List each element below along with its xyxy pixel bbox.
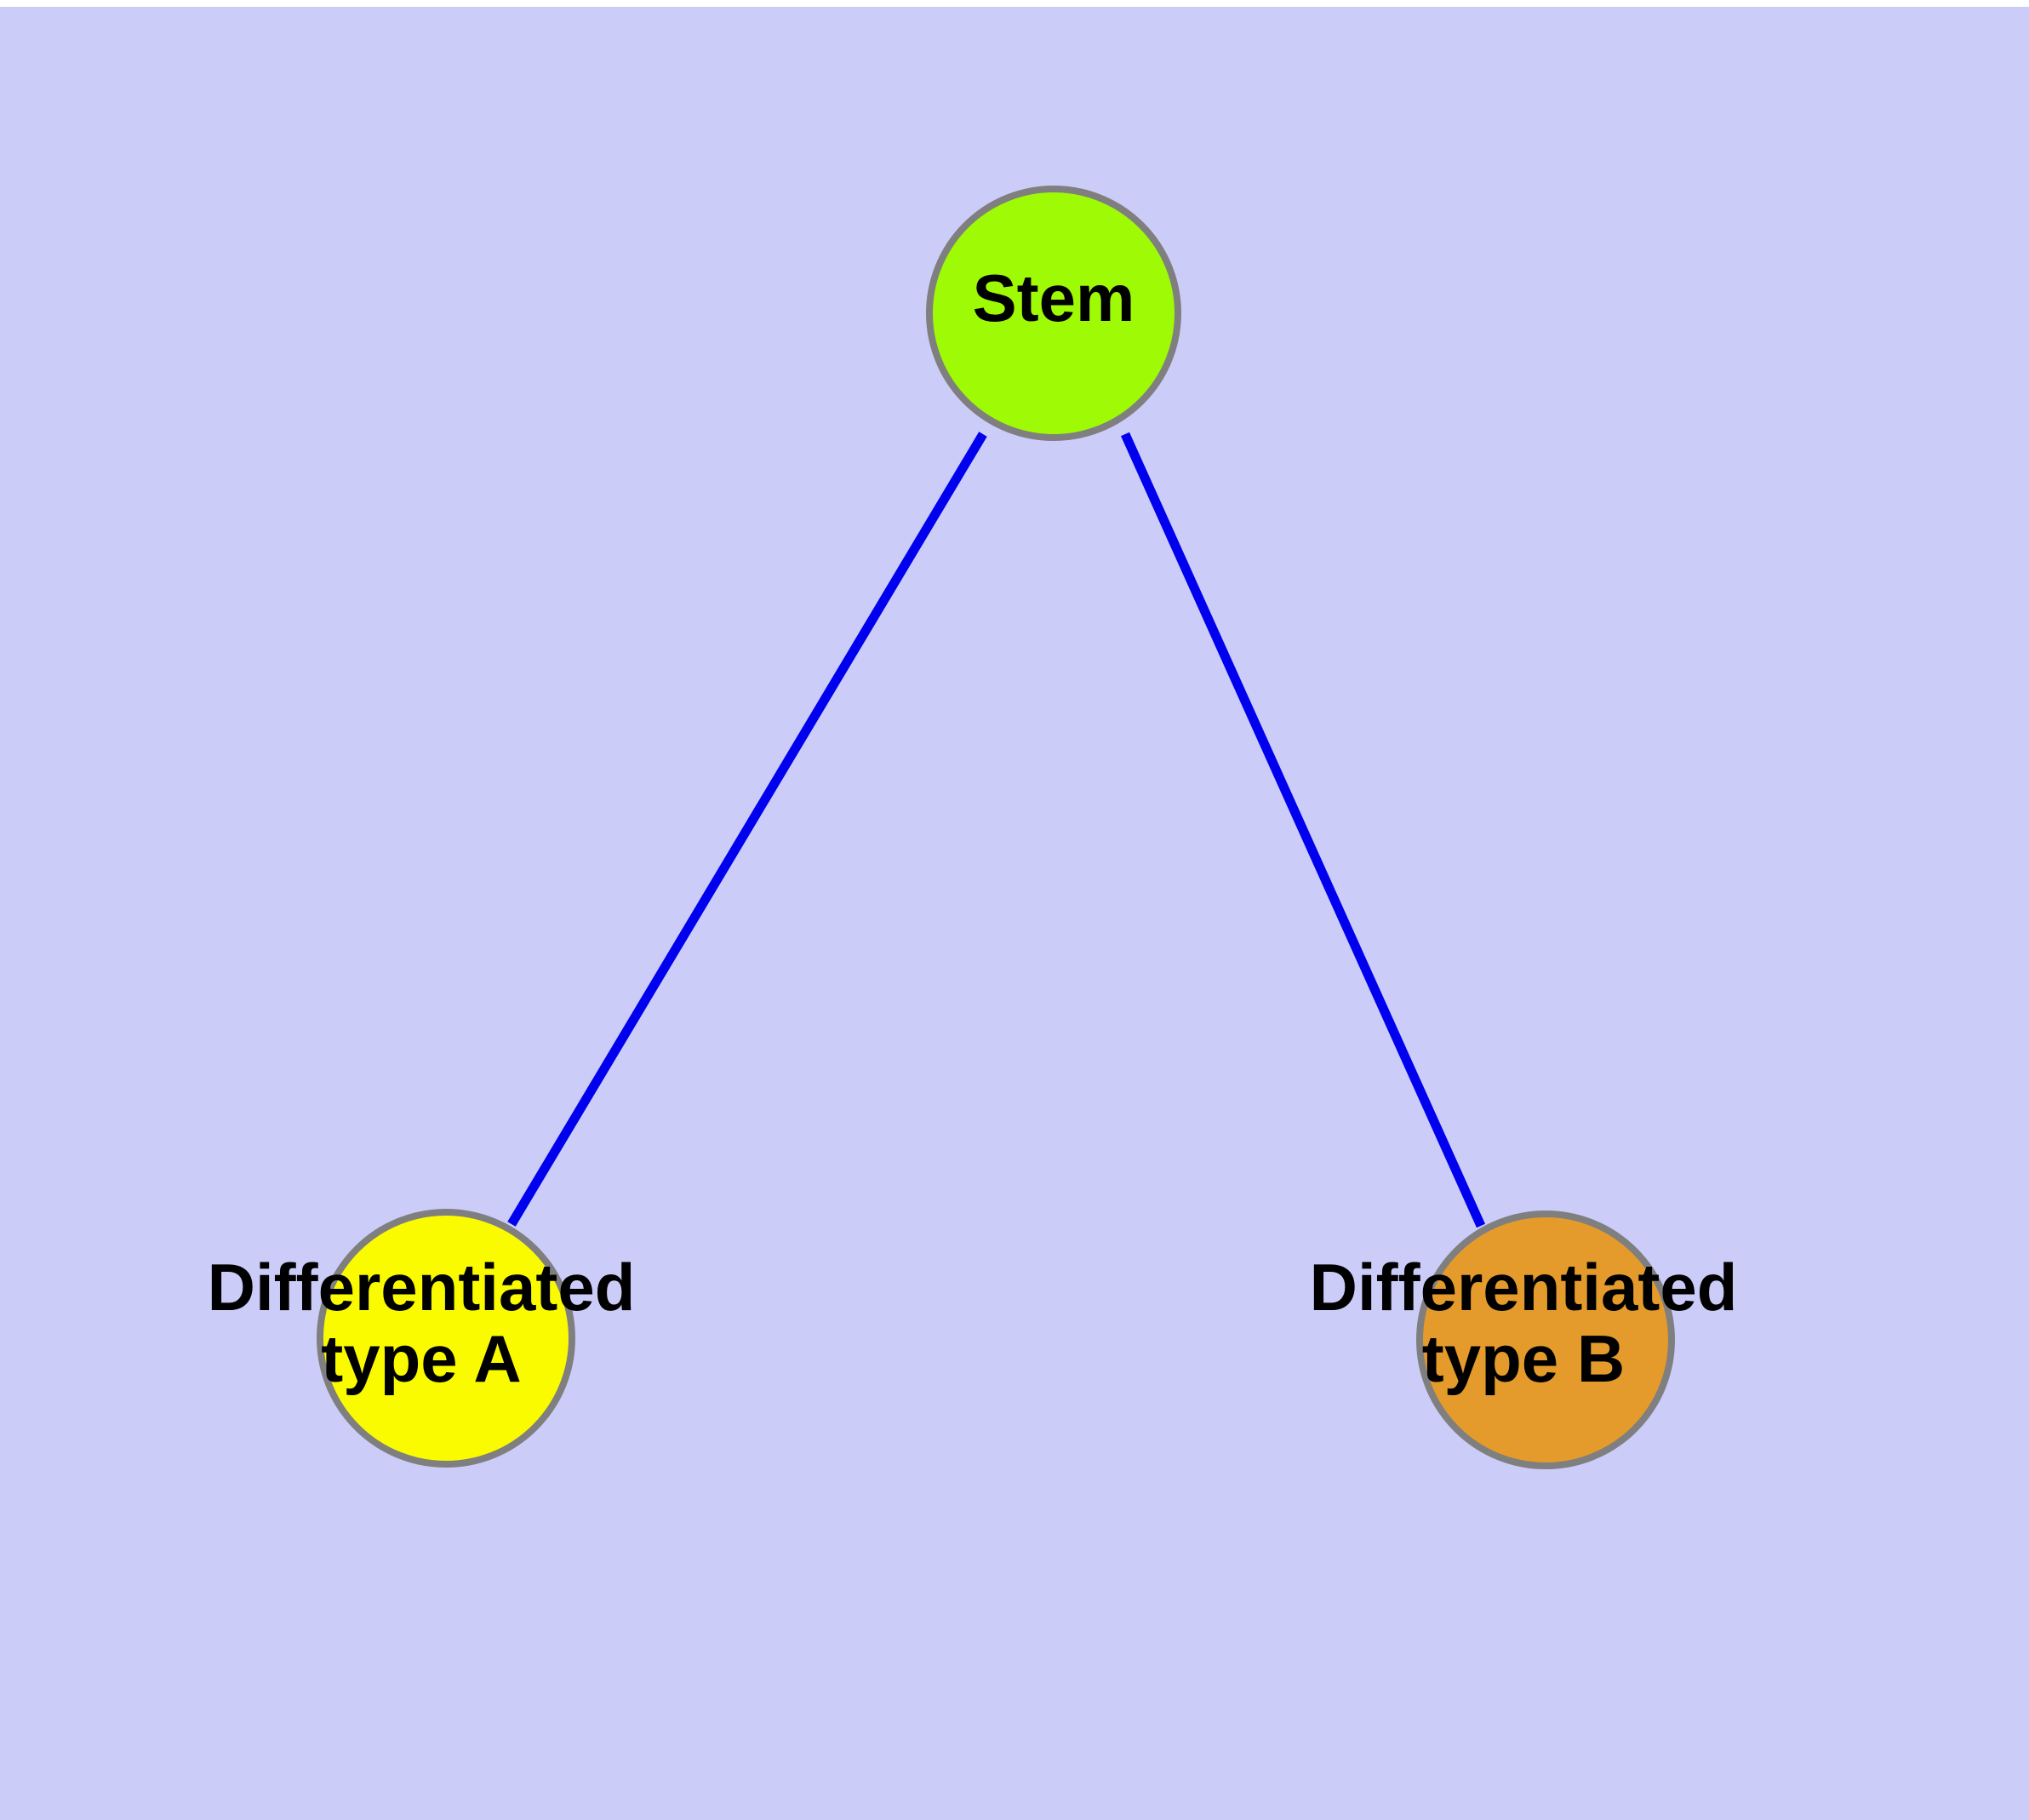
node-differentiated-type-b[interactable] (1416, 1210, 1675, 1469)
node-differentiated-type-a[interactable] (317, 1209, 575, 1468)
edge-stem-to-type-a (507, 432, 987, 1227)
graph-canvas: Stem Differentiated type A Differentiate… (0, 7, 2029, 1820)
edge-layer (507, 432, 1486, 1228)
node-stem[interactable] (926, 186, 1181, 441)
edge-stem-to-type-b (1120, 432, 1486, 1228)
